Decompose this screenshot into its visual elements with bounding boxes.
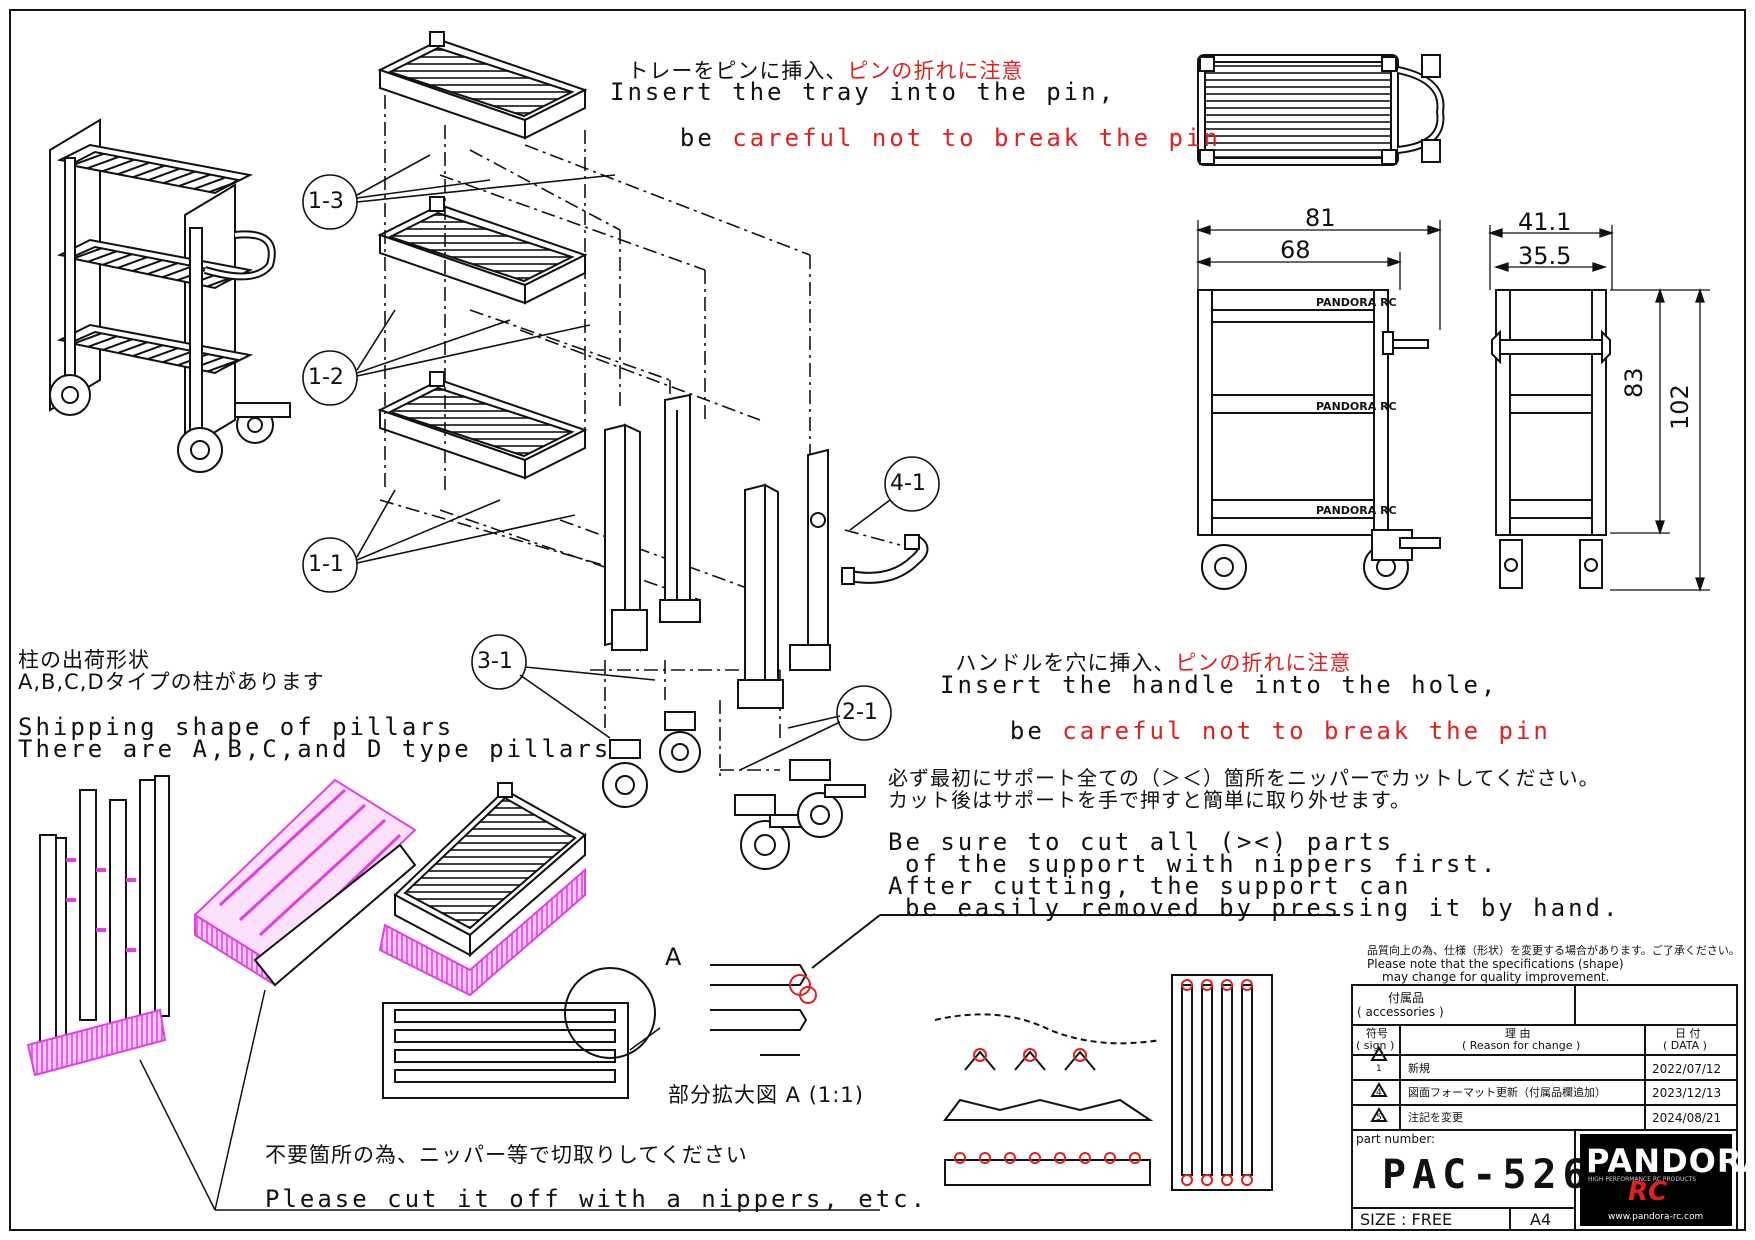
sign-header-jp: 符号 xyxy=(1366,1027,1388,1040)
tray-note-jp: トレーをピンに挿入、ピンの折れに注意 xyxy=(612,40,1023,82)
rev-1-sign: 1 xyxy=(1376,1064,1382,1074)
pillars-exploded xyxy=(604,393,831,709)
sign-header-en: ( sign ) xyxy=(1356,1039,1395,1052)
rev-1-reason: 新規 xyxy=(1408,1062,1430,1075)
dim-height-outer: 102 xyxy=(1666,384,1694,430)
rev-1-date: 2022/07/12 xyxy=(1652,1062,1722,1076)
vertical-support-frame xyxy=(1171,974,1273,1191)
handle-note-jp: ハンドルを穴に挿入、ピンの折れに注意 xyxy=(940,632,1351,674)
flat-support-detail xyxy=(382,967,656,1099)
tray-note-en-2a: be xyxy=(679,124,733,152)
handle-note-jp-b: ピンの折れに注意 xyxy=(1175,651,1352,675)
handle-note-en-1: Insert the handle into the hole, xyxy=(940,671,1499,699)
dim-height-inner: 83 xyxy=(1620,367,1648,398)
logo-url: www.pandora-rc.com xyxy=(1608,1212,1704,1222)
cut-note-en: Please cut it off with a nippers, etc. xyxy=(265,1185,929,1213)
front-brand-mid: PANDORA RC xyxy=(1316,400,1397,413)
pillar-note-jp-1: 柱の出荷形状 xyxy=(18,648,150,672)
cut-note-leaders xyxy=(139,989,880,1211)
callout-1-2: 1-2 xyxy=(308,365,344,390)
reason-header-en: ( Reason for change ) xyxy=(1462,1039,1581,1052)
callout-4-1: 4-1 xyxy=(890,471,926,496)
pillar-note-jp-2: A,B,C,Dタイプの柱があります xyxy=(18,670,325,694)
logo-tag: HIGH PERFORMANCE RC PRODUCTS xyxy=(1588,1176,1697,1183)
detail-a-letter: A xyxy=(665,943,682,971)
callout-1-3: 1-3 xyxy=(308,189,344,214)
tray-note-jp-a: トレーをピンに挿入、 xyxy=(627,59,848,83)
support-note-en-1: Be sure to cut all (><) parts xyxy=(888,828,1395,856)
pillar-shipping-shape xyxy=(26,775,170,1077)
support-note-en-3: After cutting, the support can xyxy=(888,872,1412,900)
support-note-jp-2: カット後はサポートを手で押すと簡単に取り外せます。 xyxy=(888,788,1411,812)
rev-3-date: 2024/08/21 xyxy=(1652,1111,1722,1125)
callout-2-1: 2-1 xyxy=(842,700,878,725)
dim-depth-inner: 35.5 xyxy=(1518,242,1572,270)
callout-3-1: 3-1 xyxy=(477,649,513,674)
handle-part xyxy=(841,534,929,585)
accessories-label-jp: 付属品 xyxy=(1388,991,1425,1005)
accessories-label-en: ( accessories ) xyxy=(1357,1005,1444,1019)
tray-note-jp-b: ピンの折れに注意 xyxy=(847,59,1024,83)
cut-point-diagrams xyxy=(934,1013,1161,1186)
assembled-cart-iso xyxy=(49,118,291,473)
handle-note-en-2b: careful not to break the pin xyxy=(1062,717,1551,745)
tray-support-magenta xyxy=(193,778,417,987)
paper-size: A4 xyxy=(1530,1210,1552,1229)
front-view xyxy=(1197,289,1441,590)
tray-note-en-2: be careful not to break the pin xyxy=(645,102,1221,150)
pillar-note-en-1: Shipping shape of pillars xyxy=(18,713,455,741)
rev-3-reason: 注記を変更 xyxy=(1408,1111,1463,1124)
handle-note-jp-a: ハンドルを穴に挿入、 xyxy=(955,651,1176,675)
tray-note-en-2b: careful not to break the pin xyxy=(732,124,1221,152)
callout-leaders xyxy=(302,154,940,771)
dim-depth-outer: 41.1 xyxy=(1518,208,1572,236)
support-note-en-4: be easily removed by pressing it by hand… xyxy=(905,894,1621,922)
top-view xyxy=(1197,54,1445,166)
handle-note-en-2: be careful not to break the pin xyxy=(975,695,1551,743)
dim-width-outer: 81 xyxy=(1305,204,1336,232)
date-header-en: ( DATA ) xyxy=(1663,1039,1707,1052)
rev-2-date: 2023/12/13 xyxy=(1652,1086,1722,1100)
rev-2-reason: 図面フォーマット更新（付属品欄追加） xyxy=(1408,1086,1606,1099)
spec-note-en-2: may change for quality improvement. xyxy=(1382,970,1610,984)
sheet-border xyxy=(9,9,1746,1231)
callout-1-1: 1-1 xyxy=(308,552,344,577)
size-label: SIZE : FREE xyxy=(1360,1210,1453,1229)
front-brand-top: PANDORA RC xyxy=(1316,296,1397,309)
casters-exploded xyxy=(602,711,866,870)
reason-header-jp: 理 由 xyxy=(1505,1027,1531,1040)
exploded-trays xyxy=(377,31,588,480)
dimension-lines xyxy=(1195,220,1710,593)
support-note-en-2: of the support with nippers first. xyxy=(905,850,1499,878)
part-number: PAC-526 xyxy=(1382,1152,1593,1198)
spec-note-jp: 品質向上の為、仕様（形状）を変更する場合があります。ご了承ください。 xyxy=(1367,944,1740,957)
detail-a-label: 部分拡大図 A (1:1) xyxy=(668,1083,864,1107)
tray-with-support xyxy=(378,782,587,997)
front-brand-bot: PANDORA RC xyxy=(1316,504,1397,517)
dim-width-inner: 68 xyxy=(1280,236,1311,264)
cut-note-jp: 不要箇所の為、ニッパー等で切取りしてください xyxy=(265,1143,748,1167)
enlarged-detail-a xyxy=(710,914,1340,1056)
rev-3-sign: 5 xyxy=(1376,1113,1382,1123)
logo-main: PANDORA xyxy=(1586,1142,1755,1180)
spec-note-en-1: Please note that the specifications (sha… xyxy=(1367,957,1624,971)
support-note-jp-1: 必ず最初にサポート全ての（＞＜）箇所をニッパーでカットしてください。 xyxy=(888,766,1600,790)
rev-2-sign: 4 xyxy=(1376,1088,1382,1098)
tray-note-en-1: Insert the tray into the pin, xyxy=(610,78,1117,106)
logo-sub: RC xyxy=(1628,1177,1668,1207)
pillar-note-en-2: There are A,B,C,and D type pillars xyxy=(18,735,612,763)
handle-note-en-2a: be xyxy=(1009,717,1063,745)
date-header-jp: 日 付 xyxy=(1675,1027,1701,1040)
side-view xyxy=(1491,289,1611,589)
title-block-frame xyxy=(1351,984,1738,1231)
pandora-logo: PANDORA RC HIGH PERFORMANCE RC PRODUCTS … xyxy=(1580,1134,1755,1226)
part-number-label: part number: xyxy=(1356,1132,1436,1146)
